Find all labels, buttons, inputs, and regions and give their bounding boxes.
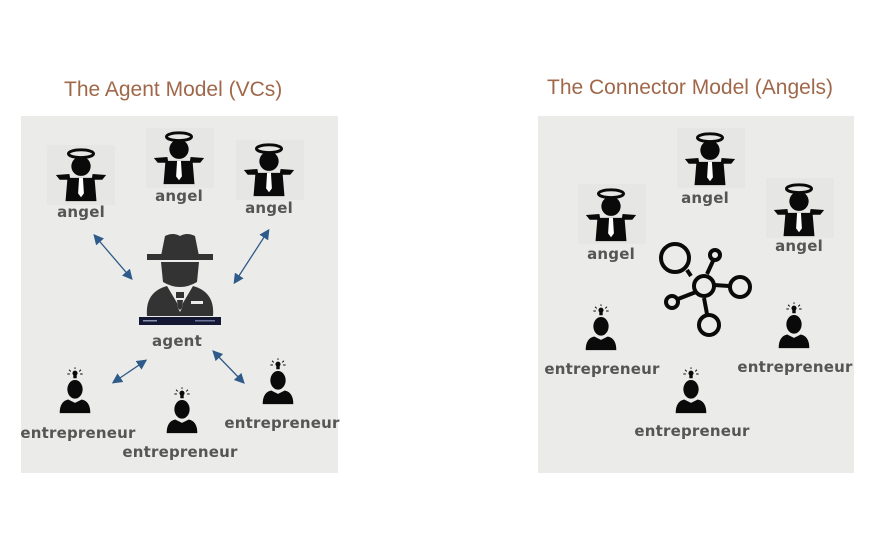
entrepreneur-icon: [777, 298, 811, 354]
entrepreneur-label: entrepreneur: [122, 443, 238, 461]
agent-model-title: The Agent Model (VCs): [64, 78, 283, 101]
entrepreneur-icon: [584, 300, 618, 356]
agent-fedora-icon: [139, 234, 221, 325]
angel-label: angel: [775, 237, 823, 255]
angel-label: angel: [245, 199, 293, 217]
connector-model-title: The Connector Model (Angels): [547, 76, 833, 99]
angel-label: angel: [587, 245, 635, 263]
angel-label: angel: [155, 187, 203, 205]
angel-icon: [770, 180, 828, 238]
angel-label: angel: [57, 203, 105, 221]
arrow-angel-agent: [233, 228, 270, 285]
entrepreneur-icon: [674, 363, 708, 419]
angel-label: angel: [681, 189, 729, 207]
angel-icon: [681, 129, 739, 187]
entrepreneur-label: entrepreneur: [20, 424, 136, 442]
arrow-agent-entrepreneur: [111, 359, 148, 384]
arrow-agent-entrepreneur: [212, 350, 245, 384]
agent-label: agent: [152, 332, 202, 350]
network-hub-icon: [659, 242, 752, 337]
entrepreneur-label: entrepreneur: [224, 414, 340, 432]
entrepreneur-label: entrepreneur: [634, 422, 750, 440]
arrow-angel-agent: [93, 234, 133, 280]
entrepreneur-label: entrepreneur: [737, 358, 853, 376]
angel-icon: [582, 185, 640, 243]
entrepreneur-label: entrepreneur: [544, 360, 660, 378]
